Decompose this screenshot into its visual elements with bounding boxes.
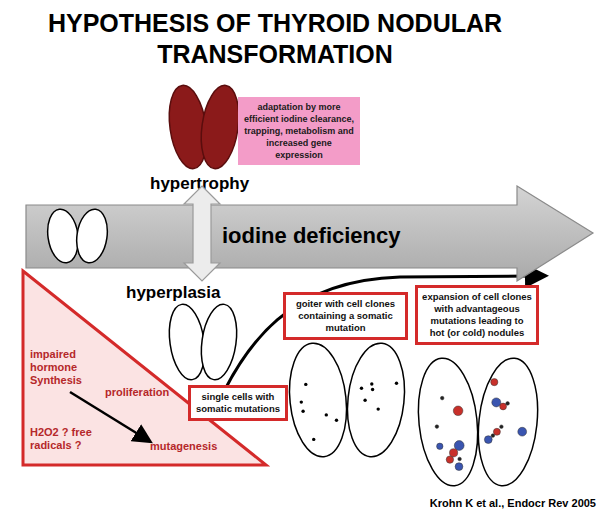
mutated-cell xyxy=(304,383,307,386)
triangle-text: H2O2 ? free radicals ? xyxy=(30,426,126,452)
box-text: single cells with somatic mutations xyxy=(195,391,281,415)
box-text: expansion of cell clones with advantageo… xyxy=(422,291,532,339)
nodule xyxy=(446,456,453,463)
box-text: adaptation by more efficient iodine clea… xyxy=(242,101,356,161)
triangle-text: mutagenesis xyxy=(150,440,234,453)
band-arrow xyxy=(26,186,593,281)
nodule xyxy=(492,398,501,407)
triangle-text: impaired hormone Synthesis xyxy=(30,348,94,387)
stage-label: hyperplasia xyxy=(126,283,221,303)
nodule xyxy=(493,428,500,435)
nodular-thyroid xyxy=(412,355,543,488)
triangle-outline xyxy=(23,271,266,465)
normal-thyroid xyxy=(73,207,110,265)
mutated-cell xyxy=(335,419,338,422)
mutated-cell xyxy=(360,387,363,390)
nodule xyxy=(455,463,463,471)
mutagenesis-triangle: impaired hormone Synthesis proliferationH… xyxy=(20,268,270,468)
nodule xyxy=(500,403,507,410)
mutated-cell xyxy=(377,407,380,410)
nodule xyxy=(458,457,462,461)
hyperplastic-thyroid xyxy=(165,302,241,382)
nodule xyxy=(454,441,464,451)
nodule xyxy=(453,406,463,416)
nodule xyxy=(450,449,458,457)
nodule xyxy=(506,402,510,406)
mutated-cell xyxy=(395,382,398,385)
mutated-cell xyxy=(301,410,304,413)
mutated-cell xyxy=(363,399,366,402)
mutated-cell xyxy=(312,438,315,441)
band-label: iodine deficiency xyxy=(222,221,401,251)
cell-clone-dots xyxy=(300,379,527,471)
nodule xyxy=(518,427,527,436)
normal-thyroid xyxy=(44,207,81,265)
nodule xyxy=(437,443,443,449)
nodule xyxy=(435,425,439,429)
nodule xyxy=(491,379,498,386)
double-arrow xyxy=(184,186,220,281)
goiter-thyroid xyxy=(284,340,410,459)
nodule xyxy=(484,436,492,444)
diagram-title: HYPOTHESIS OF THYROID NODULAR TRANSFORMA… xyxy=(10,8,540,70)
mutated-cell xyxy=(370,382,373,385)
process-box: single cells with somatic mutations xyxy=(188,385,288,421)
citation: Krohn K et al., Endocr Rev 2005 xyxy=(430,497,596,509)
mutated-cell xyxy=(325,413,328,416)
nodule xyxy=(500,425,504,429)
mutated-cell xyxy=(371,388,374,391)
process-box: goiter with cell clones containing a som… xyxy=(283,292,408,340)
hypertrophic-thyroid xyxy=(164,83,243,171)
adaptation-box: adaptation by more efficient iodine clea… xyxy=(238,97,360,165)
nodule xyxy=(440,396,444,400)
box-text: goiter with cell clones containing a som… xyxy=(290,298,401,334)
iodine-deficiency-band: iodine deficiency xyxy=(25,185,597,282)
mutated-cell xyxy=(300,400,303,403)
process-box: expansion of cell clones with advantageo… xyxy=(415,285,539,345)
triangle-text: proliferation xyxy=(105,386,189,399)
